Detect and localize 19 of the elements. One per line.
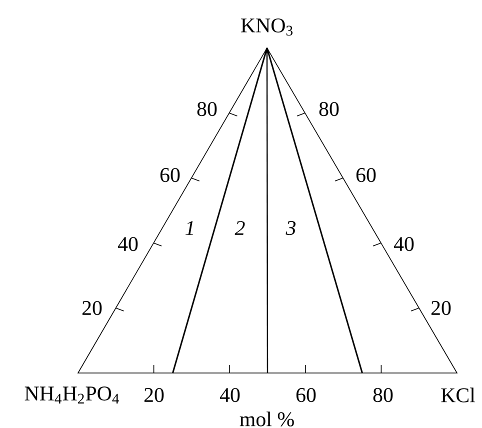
axis-label: mol % bbox=[240, 412, 294, 426]
region-number: 3 bbox=[286, 220, 296, 236]
tick-label: 40 bbox=[118, 236, 138, 252]
tick-label: 60 bbox=[296, 388, 316, 402]
tick-label: 20 bbox=[431, 300, 451, 316]
tick-label: 40 bbox=[220, 388, 240, 402]
tick-label: 20 bbox=[82, 300, 102, 316]
region-number: 1 bbox=[186, 221, 193, 235]
vertex-label: NH$_{4}$H$_{2}$PO$_{4}$ bbox=[24, 386, 120, 404]
tick-label: 60 bbox=[356, 168, 376, 182]
tick-label: 80 bbox=[373, 388, 393, 402]
tick-label: 80 bbox=[197, 102, 217, 116]
tick-label: 20 bbox=[144, 388, 164, 402]
region-number: 2 bbox=[234, 221, 245, 235]
tick-label: 40 bbox=[394, 236, 414, 252]
tick-label: 60 bbox=[160, 168, 180, 182]
tick-label: 80 bbox=[319, 102, 339, 116]
vertex-label: KNO$_{3}$ bbox=[241, 18, 292, 36]
vertex-label: KCl bbox=[441, 388, 476, 402]
